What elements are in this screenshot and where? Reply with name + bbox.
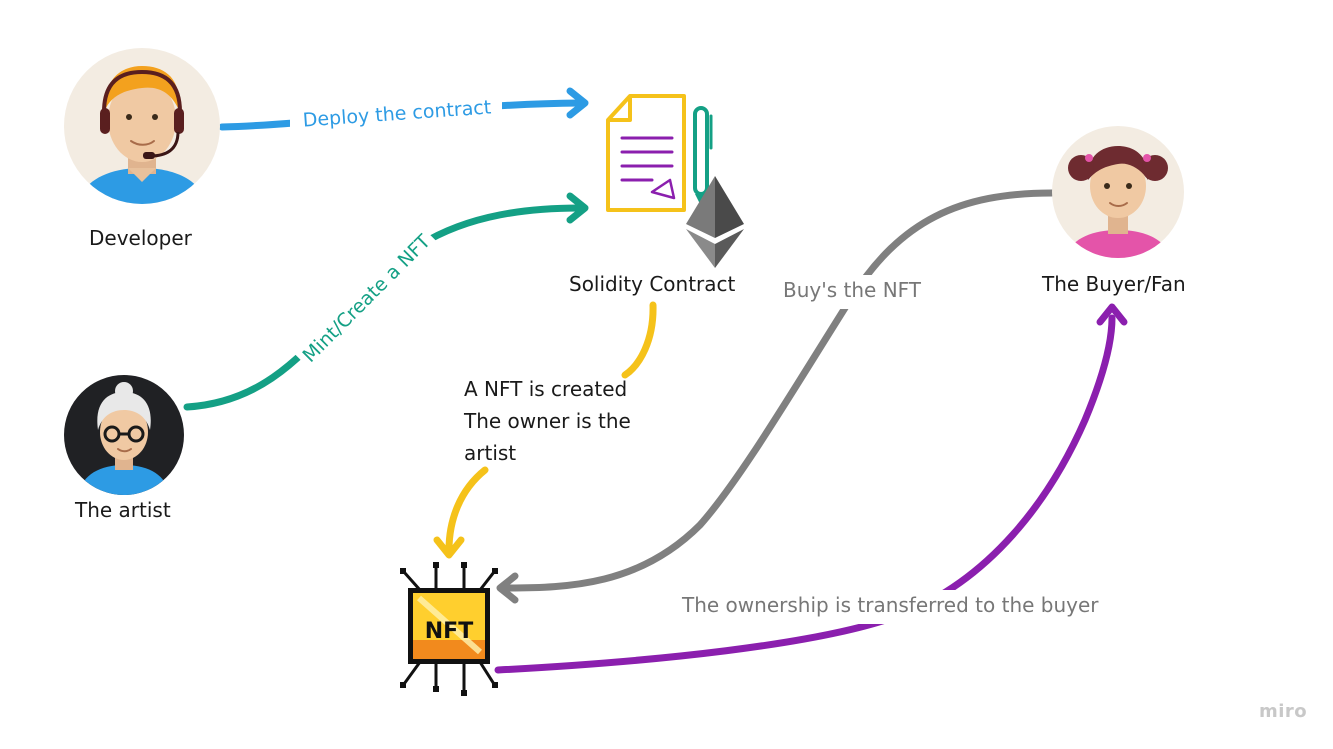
developer-avatar — [64, 48, 220, 204]
edge-nft-created[interactable] — [433, 301, 657, 559]
note-line: artist — [464, 441, 517, 465]
edge-label-buy: Buy's the NFT — [783, 278, 922, 302]
contract-label: Solidity Contract — [569, 272, 736, 296]
contract-document-icon — [606, 94, 686, 212]
nft-chip-icon: NFT — [400, 562, 498, 696]
nft-chip-label: NFT — [425, 619, 473, 644]
buyer-avatar — [1052, 126, 1184, 258]
watermark: miro — [1259, 701, 1308, 722]
artist-label: The artist — [75, 498, 171, 522]
edge-deploy[interactable] — [218, 87, 589, 132]
edge-label-nft-created: A NFT is created The owner is the artist — [464, 373, 631, 469]
edge-label-mint: Mint/Create a NFT — [299, 230, 436, 367]
artist-avatar — [64, 375, 184, 495]
edge-transfer[interactable] — [494, 303, 1128, 674]
note-line: A NFT is created — [464, 377, 628, 401]
ethereum-icon — [686, 176, 744, 268]
buyer-label: The Buyer/Fan — [1042, 272, 1186, 296]
edge-buy[interactable] — [496, 189, 1056, 604]
developer-label: Developer — [89, 226, 192, 250]
edge-label-transfer: The ownership is transferred to the buye… — [682, 593, 1099, 617]
edge-mint[interactable] — [183, 192, 589, 411]
note-line: The owner is the — [464, 409, 631, 433]
